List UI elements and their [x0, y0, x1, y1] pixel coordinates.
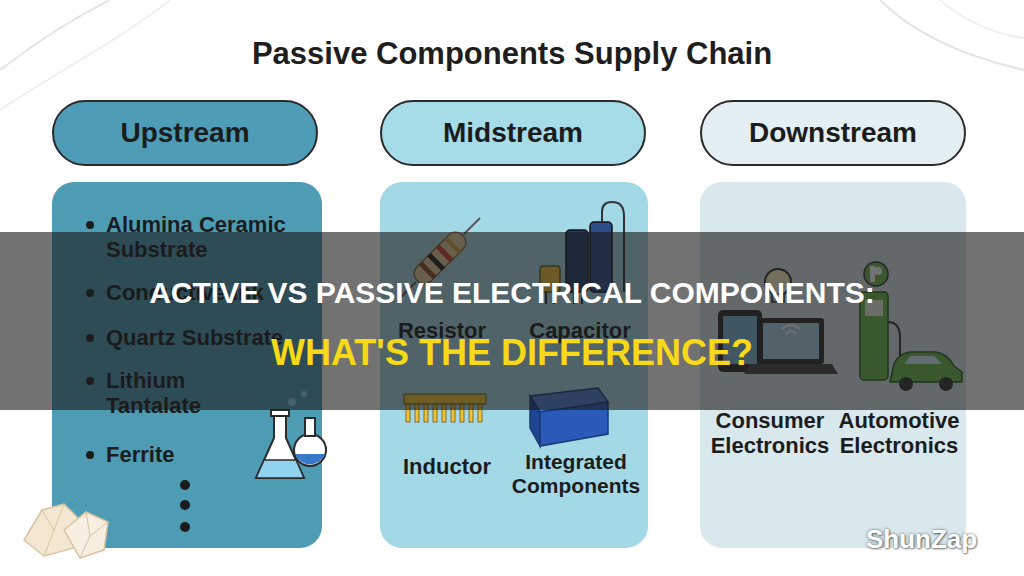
stage-header: Midstream: [380, 100, 646, 166]
stage-label: Downstream: [702, 117, 964, 149]
component-name: Integrated Components: [506, 450, 646, 498]
application-name: Consumer Electronics: [706, 408, 834, 459]
stage-header: Downstream: [700, 100, 966, 166]
material-item: Ferrite: [106, 442, 256, 467]
chart-title: Passive Components Supply Chain: [0, 36, 1024, 72]
stage-header: Upstream: [52, 100, 318, 166]
application-name: Automotive Electronics: [834, 408, 964, 459]
banner-heading: ACTIVE VS PASSIVE ELECTRICAL COMPONENTS:: [10, 276, 1014, 311]
banner-subheading: WHAT'S THE DIFFERENCE?: [10, 332, 1014, 373]
stage-label: Upstream: [54, 117, 316, 149]
component-name: Inductor: [384, 454, 510, 479]
stage-label: Midstream: [382, 117, 644, 149]
title-banner: ACTIVE VS PASSIVE ELECTRICAL COMPONENTS:…: [0, 232, 1024, 410]
watermark: ShunZap: [866, 524, 977, 555]
